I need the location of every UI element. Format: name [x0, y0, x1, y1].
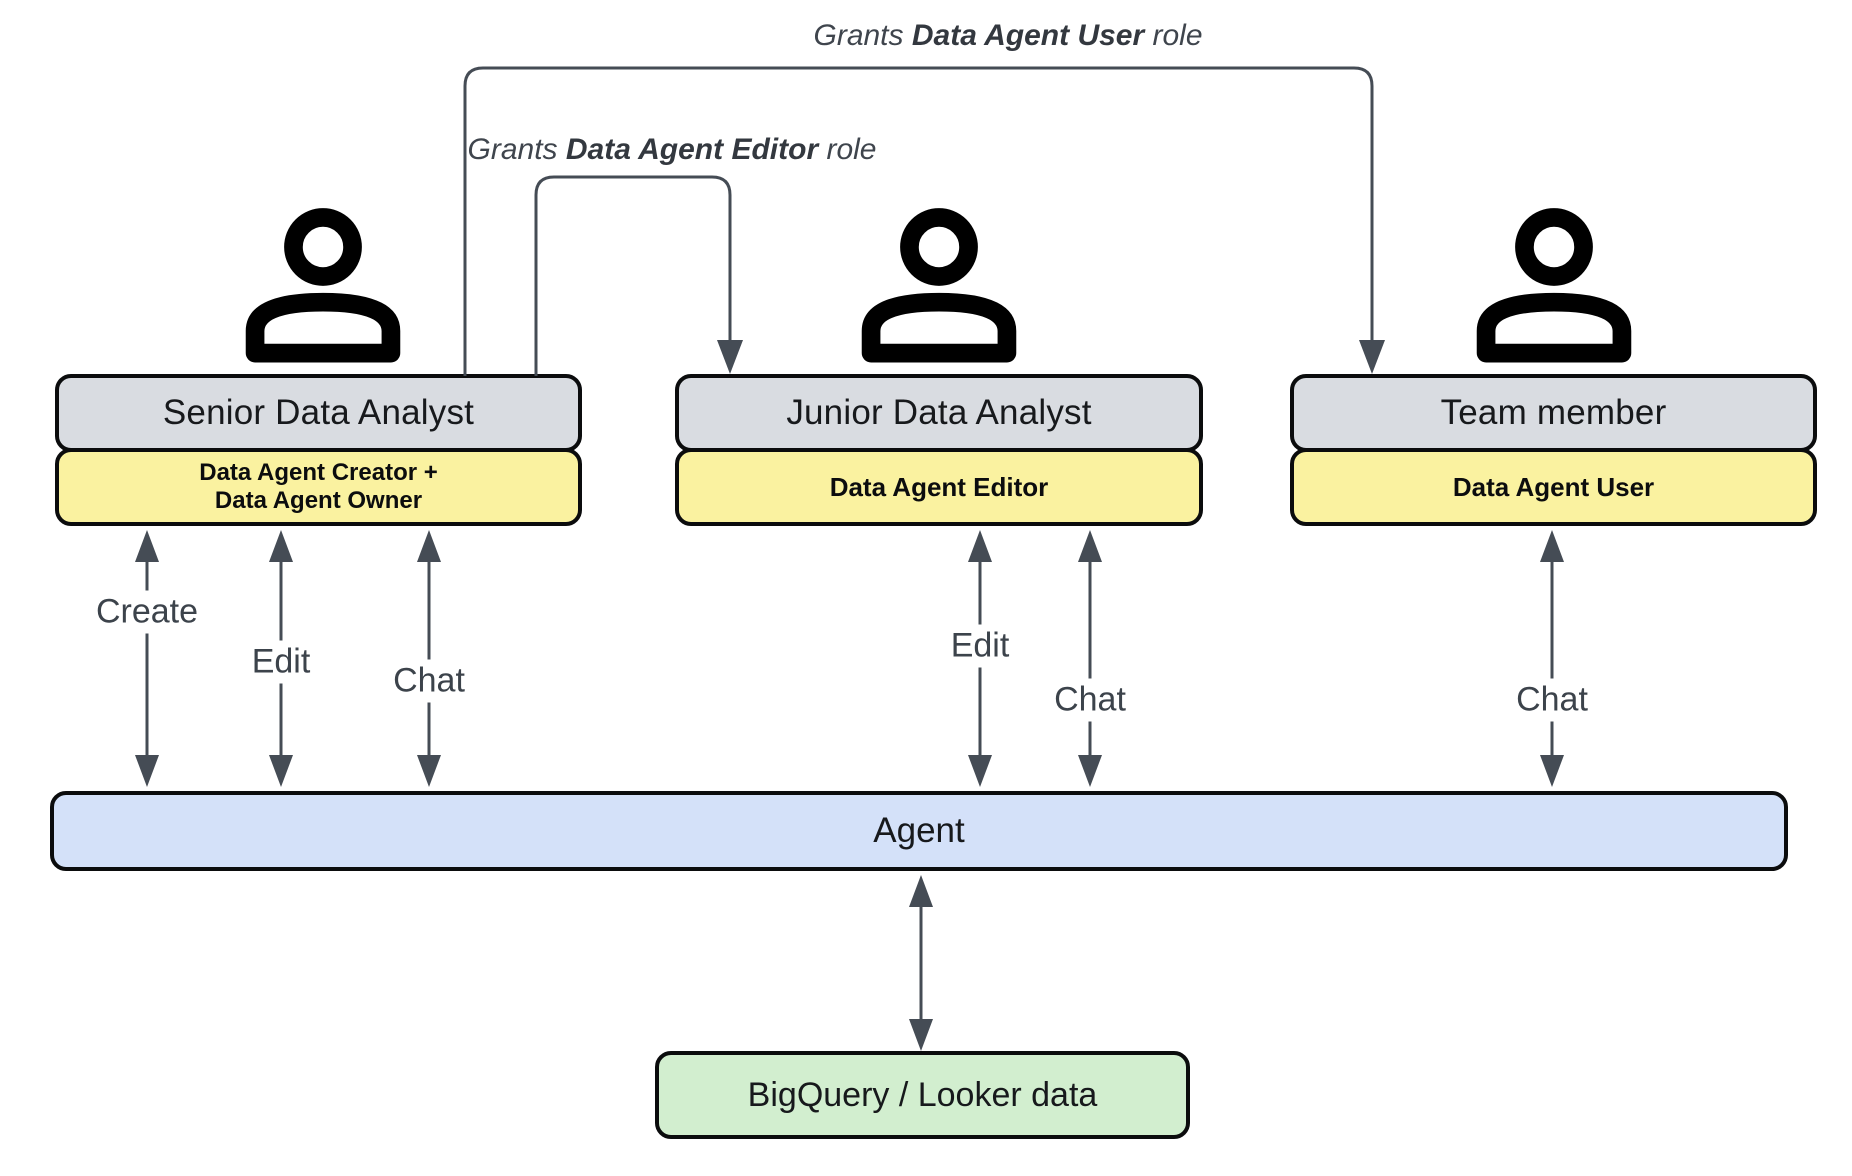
role-label: Data Agent User [1452, 471, 1655, 502]
person-icon [861, 208, 1017, 363]
role-label: Data Agent Creator + Data Agent Owner [199, 458, 438, 514]
grant-editor-label: Grants Data Agent Editor role [467, 133, 877, 166]
chat-arrow-junior [1078, 530, 1102, 787]
grant-user-label: Grants Data Agent User role [813, 19, 1203, 52]
actor-box-team-member: Team member [1290, 374, 1817, 452]
chat-label-team-member: Chat [1508, 678, 1596, 722]
agent-bar: Agent [50, 791, 1788, 871]
edit-label-senior: Edit [243, 640, 319, 684]
person-icon [245, 208, 401, 363]
actor-box-senior-data-analyst: Senior Data Analyst [55, 374, 582, 452]
agent-datastore-arrow [909, 875, 933, 1051]
create-arrow [135, 530, 159, 787]
actor-title: Team member [1440, 393, 1667, 432]
actor-title: Junior Data Analyst [786, 393, 1092, 432]
role-badge-junior: Data Agent Editor [675, 448, 1203, 526]
chat-arrow-team-member [1540, 530, 1564, 787]
chat-label-senior: Chat [385, 659, 473, 703]
role-badge-senior: Data Agent Creator + Data Agent Owner [55, 448, 582, 526]
actor-box-junior-data-analyst: Junior Data Analyst [675, 374, 1203, 452]
chat-arrow-senior [417, 530, 441, 787]
create-label: Create [87, 590, 207, 634]
datastore-label: BigQuery / Looker data [747, 1075, 1098, 1114]
edit-label-junior: Edit [942, 624, 1018, 668]
role-label: Data Agent Editor [829, 471, 1049, 502]
grant-editor-connector [534, 175, 743, 376]
actor-title: Senior Data Analyst [162, 393, 475, 432]
role-badge-team-member: Data Agent User [1290, 448, 1817, 526]
person-icon [1476, 208, 1632, 363]
chat-label-junior: Chat [1046, 678, 1134, 722]
datastore-box: BigQuery / Looker data [655, 1051, 1190, 1139]
agent-label: Agent [873, 811, 965, 850]
